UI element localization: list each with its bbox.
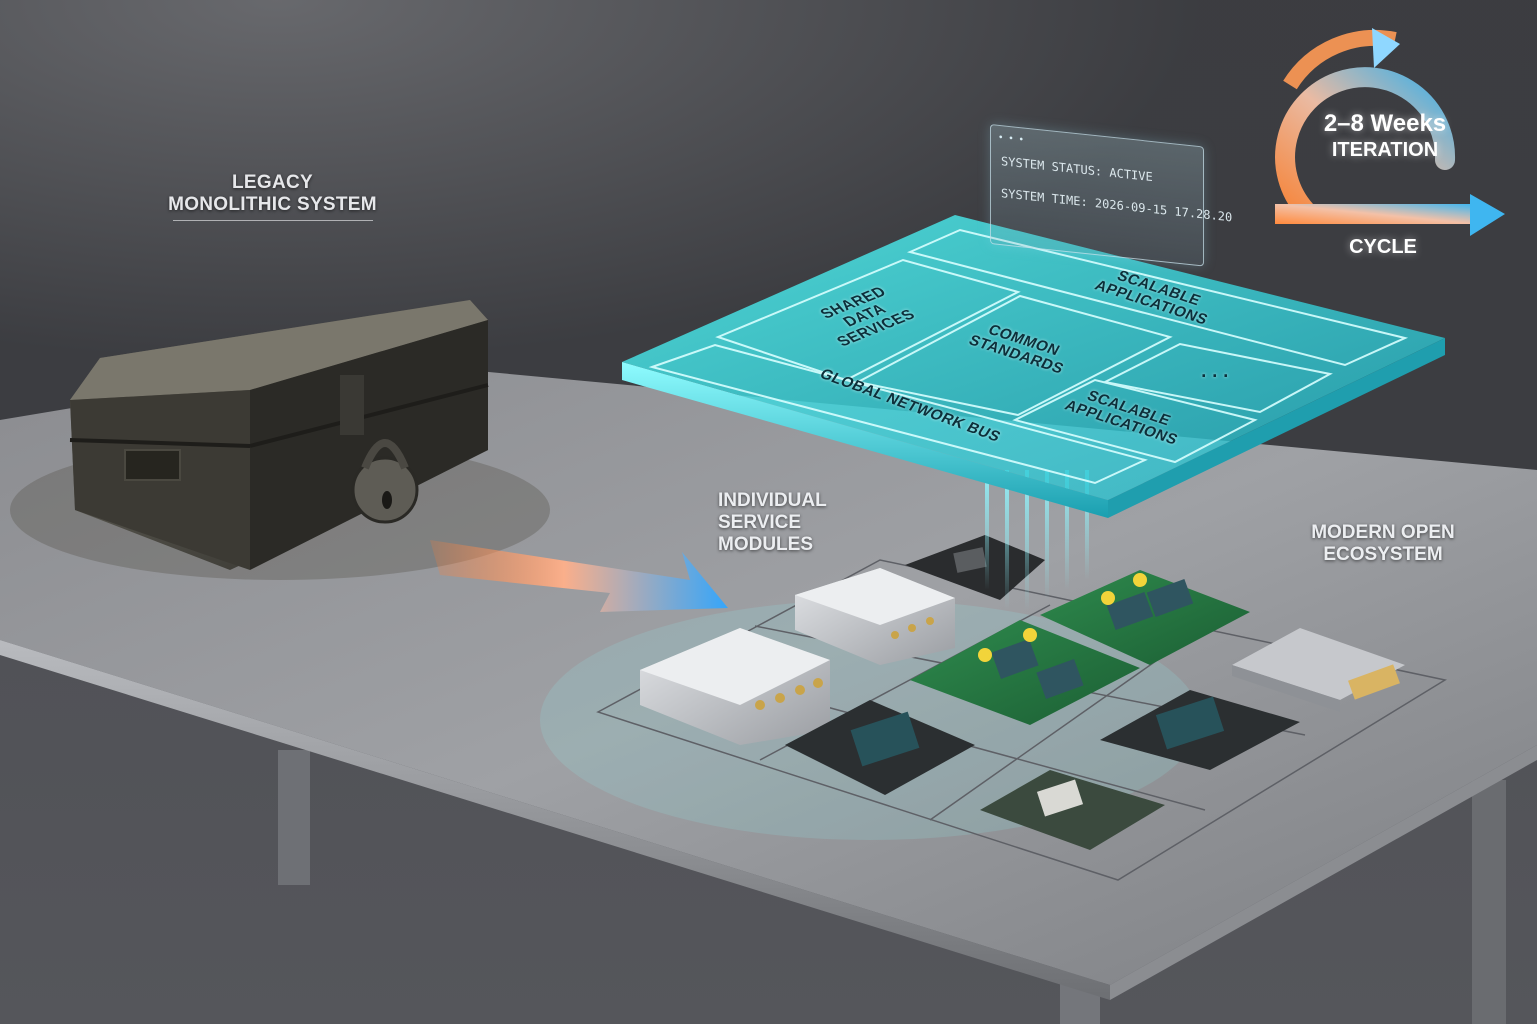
cycle-ring [1275, 28, 1505, 236]
pcb-module-dark-right [1100, 690, 1300, 770]
legacy-label: LEGACY MONOLITHIC SYSTEM [130, 172, 415, 221]
table-leg [278, 750, 310, 885]
cycle-iteration: ITERATION [1331, 139, 1439, 161]
service-modules-label: INDIVIDUAL SERVICE MODULES [718, 490, 888, 556]
system-status-line: SYSTEM STATUS: ACTIVE [1001, 154, 1153, 185]
pcb-module-small-bottom [980, 770, 1165, 850]
pcb-module-dark-left [785, 700, 975, 795]
service-label-line2: SERVICE [718, 511, 802, 533]
holo-beams [985, 470, 1089, 610]
metal-module-large [640, 628, 830, 745]
transition-arrow [430, 540, 728, 612]
legacy-label-line2: MONOLITHIC SYSTEM [168, 193, 377, 215]
pcb-module-green-right [1040, 570, 1250, 665]
cycle-duration: 2–8 Weeks [1323, 110, 1447, 137]
metal-module-right [1232, 628, 1405, 712]
table-leg [1472, 780, 1506, 1024]
cycle-label: CYCLE [1349, 236, 1417, 258]
system-status-panel: • • • SYSTEM STATUS: ACTIVE SYSTEM TIME:… [990, 124, 1232, 267]
metal-module-small [795, 568, 955, 665]
window-dots-icon: • • • [999, 131, 1026, 146]
service-label-line1: INDIVIDUAL [718, 490, 827, 511]
modern-label-line2: ECOSYSTEM [1323, 543, 1443, 565]
legacy-label-rule [172, 219, 373, 221]
legacy-chest [69, 300, 489, 570]
service-label-line3: MODULES [718, 533, 813, 555]
modern-ecosystem-label: MODERN OPEN ECOSYSTEM [1278, 522, 1488, 566]
pcb-module-green-left [910, 620, 1140, 725]
hologram-platform [622, 215, 1445, 518]
legacy-label-line1: LEGACY [232, 172, 313, 193]
modern-label-line1: MODERN OPEN [1311, 522, 1455, 543]
system-time-line: SYSTEM TIME: 2026-09-15 17.28.20 [1001, 186, 1233, 225]
pcb-module-top [905, 535, 1045, 600]
